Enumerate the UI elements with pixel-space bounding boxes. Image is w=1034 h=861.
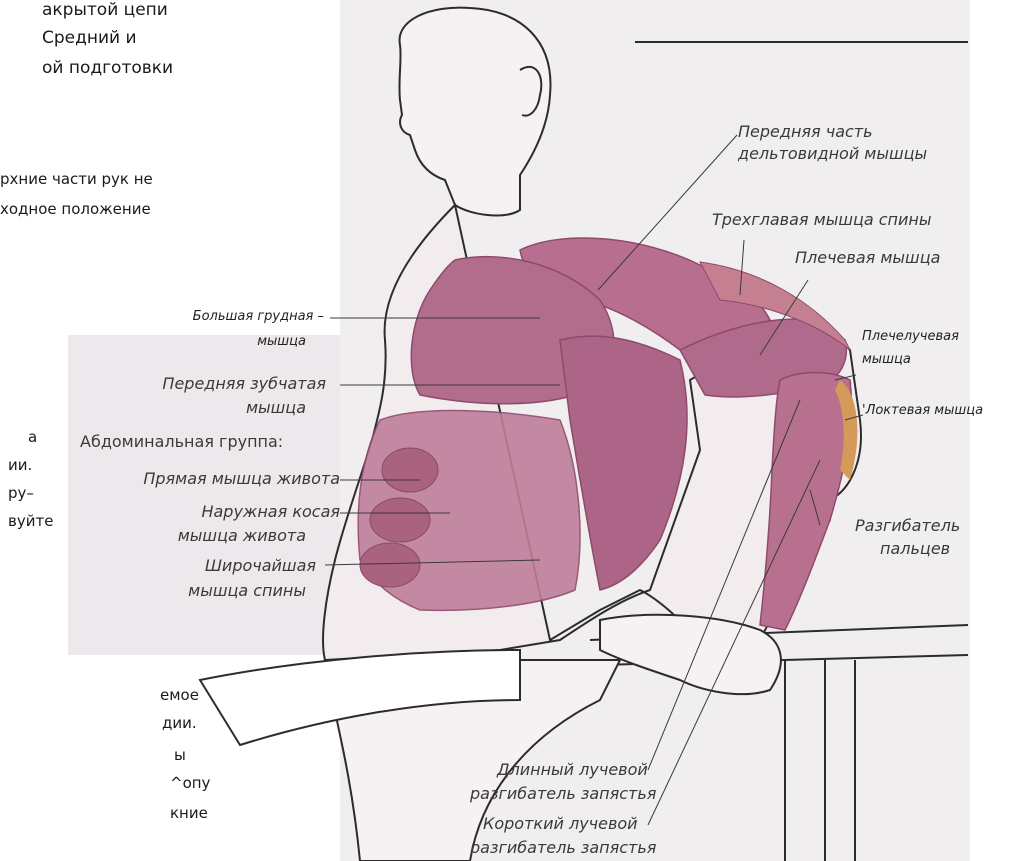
label-ecrb: разгибатель запястья <box>470 840 656 856</box>
text-fragment: Средний и <box>42 30 137 47</box>
label-ecrl: Длинный лучевой <box>497 762 648 778</box>
text-fragment: дии. <box>162 716 197 731</box>
label-ecrl: разгибатель запястья <box>470 786 656 802</box>
text-fragment: емое <box>160 688 199 703</box>
text-fragment: рхние части рук не <box>0 172 153 187</box>
label-abdominal-group: Абдоминальная группа: <box>80 434 283 450</box>
label-brachioradialis: мышца <box>862 353 911 366</box>
label-latissimus: Широчайшая <box>205 558 316 574</box>
label-triceps: Трехглавая мышца спины <box>712 212 932 228</box>
label-extensor-digitorum: пальцев <box>880 541 950 557</box>
text-fragment: кние <box>170 806 208 821</box>
label-serratus: мышца <box>246 400 306 416</box>
label-serratus: Передняя зубчатая <box>162 376 326 392</box>
label-extensor-digitorum: Разгибатель <box>855 518 960 534</box>
label-front-deltoid: дельтовидной мышцы <box>738 146 927 162</box>
text-fragment: ой подготовки <box>42 60 173 77</box>
text-fragment: ходное положение <box>0 202 151 217</box>
text-fragment: ы <box>174 748 186 763</box>
label-external-oblique: Наружная косая <box>201 504 340 520</box>
label-latissimus: мышца спины <box>188 583 306 599</box>
label-brachioradialis: Плечелучевая <box>862 330 959 343</box>
label-pectoralis-major: Большая грудная – <box>193 310 324 323</box>
text-fragment: ^опу <box>170 776 210 791</box>
label-external-oblique: мышца живота <box>178 528 306 544</box>
label-pectoralis-major: мышца <box>257 335 306 348</box>
label-brachialis: Плечевая мышца <box>795 250 940 266</box>
label-ecrb: Короткий лучевой <box>483 816 638 832</box>
text-fragment: а <box>28 430 37 445</box>
text-fragment: акрытой цепи <box>42 2 168 19</box>
label-rectus: Прямая мышца живота <box>143 471 340 487</box>
text-fragment: ру– <box>8 486 34 501</box>
label-front-deltoid: Передняя часть <box>738 124 873 140</box>
text-fragment: вуйте <box>8 514 53 529</box>
label-anconeus: 'Локтевая мышца <box>862 404 983 417</box>
text-fragment: ии. <box>8 458 32 473</box>
